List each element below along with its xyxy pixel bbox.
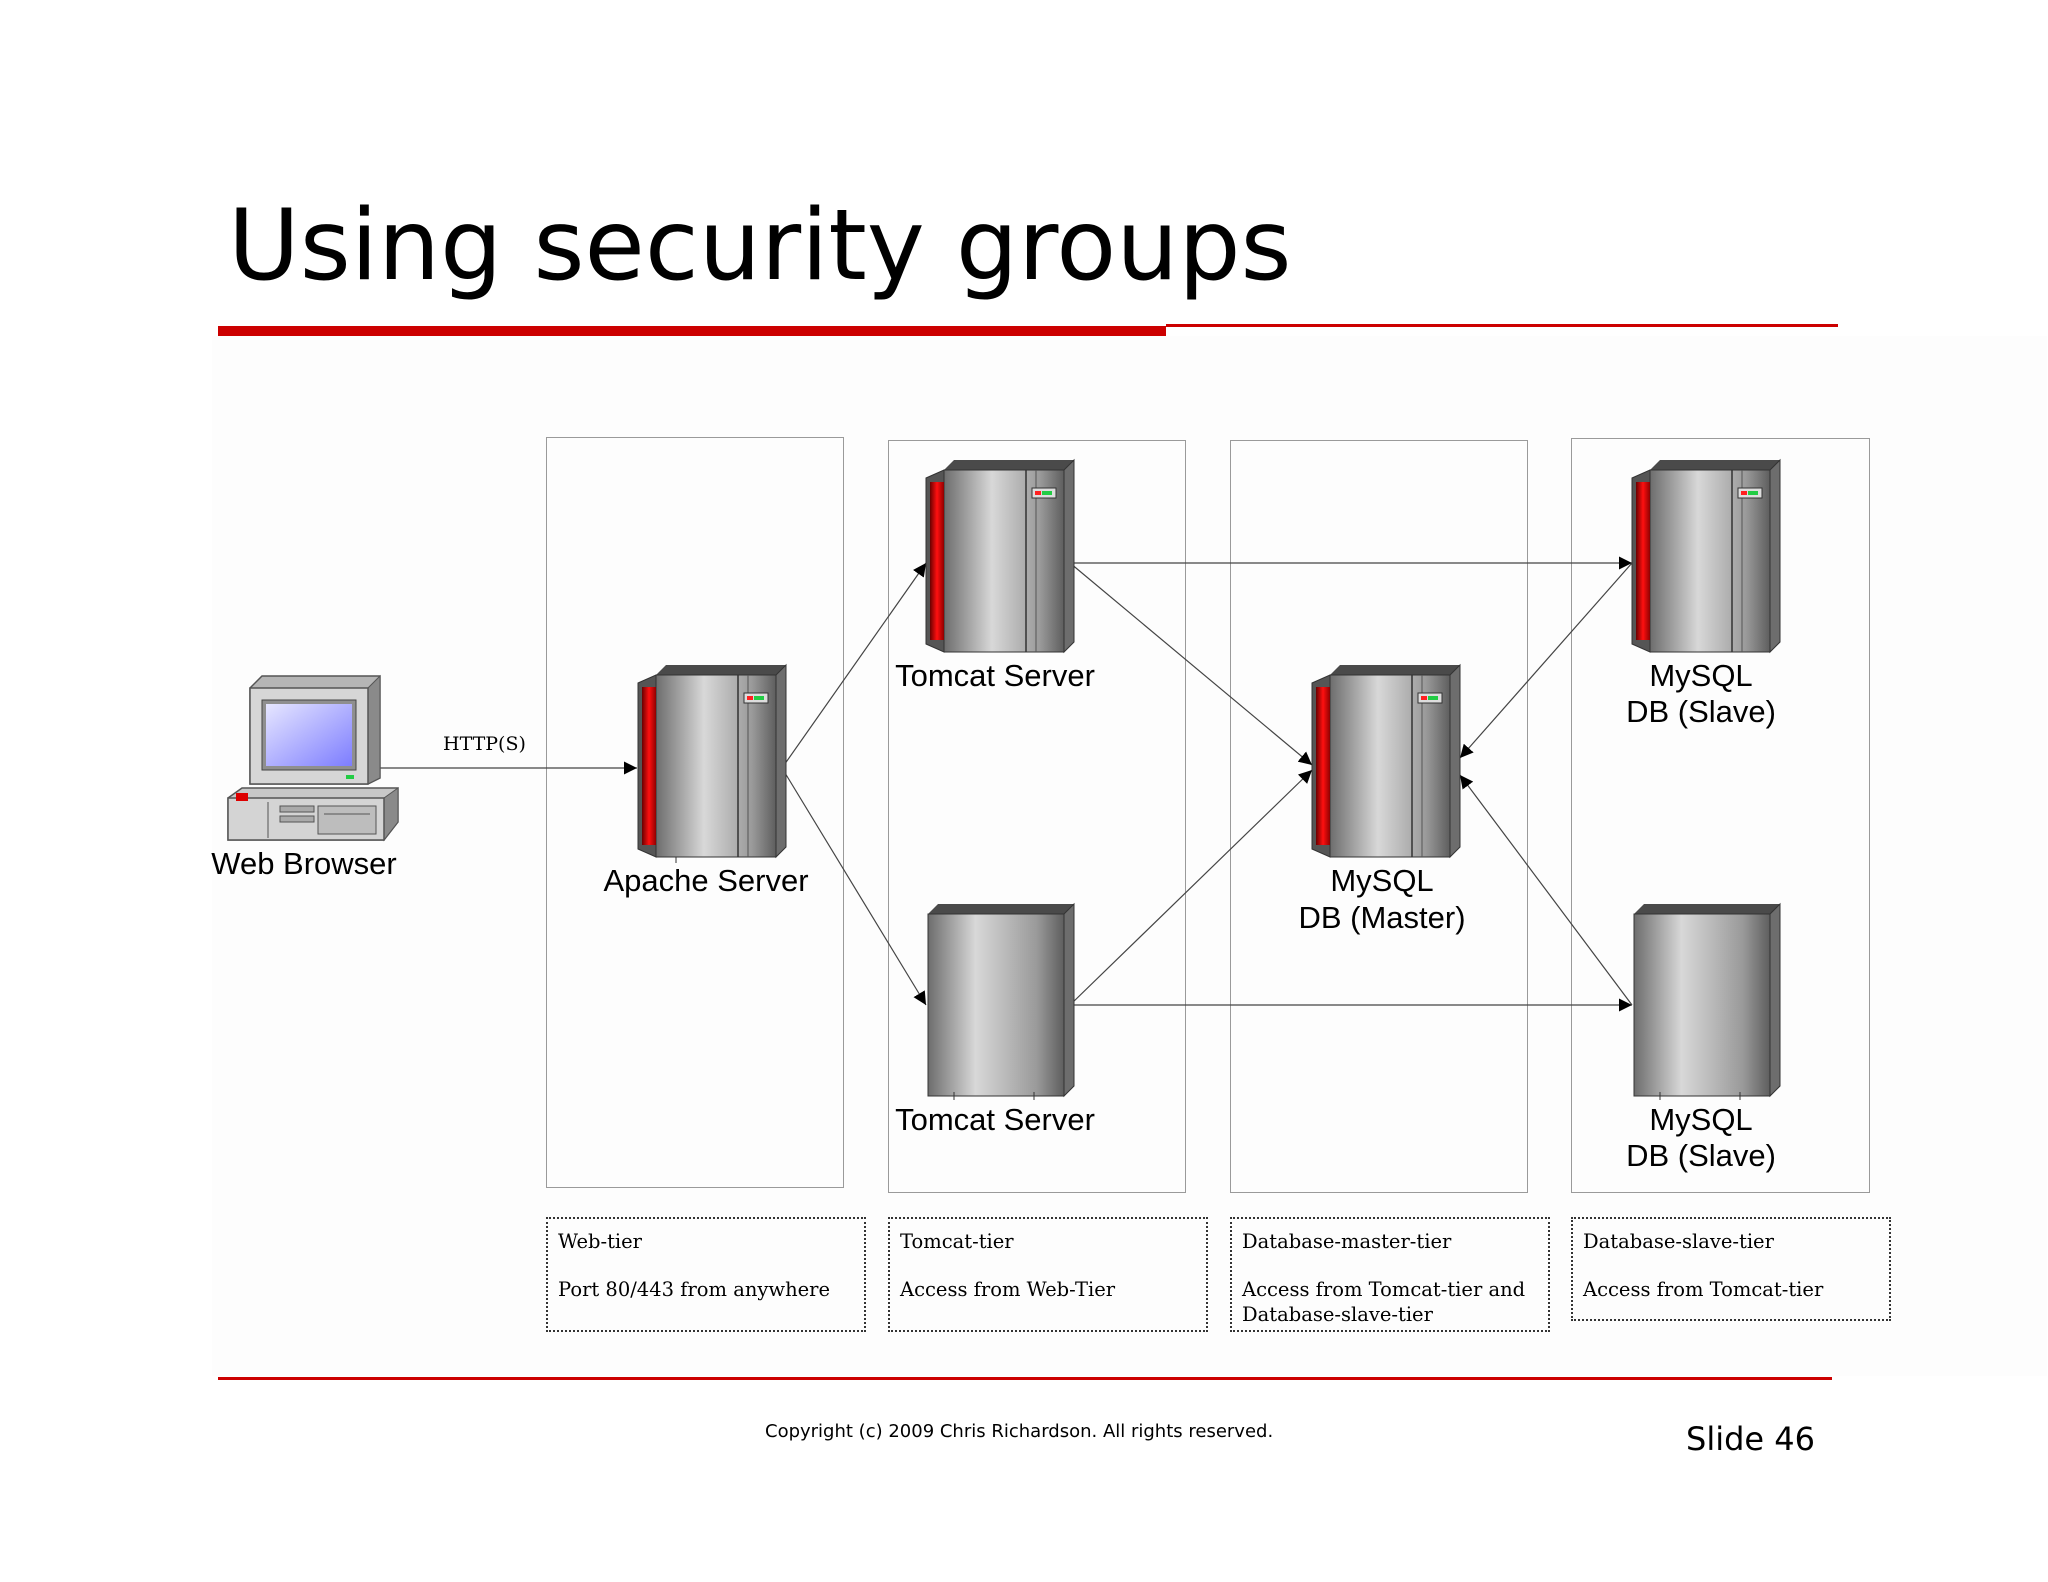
security-group-rule: Port 80/443 from anywhere [558, 1278, 831, 1301]
database-slave-tier-box [1571, 438, 1870, 1193]
copyright-notice: Copyright (c) 2009 Chris Richardson. All… [765, 1421, 1274, 1442]
footer-divider [218, 1377, 1832, 1380]
security-group-name: Tomcat-tier [900, 1230, 1014, 1253]
slave-bottom-to-master-arrow [1459, 774, 1633, 1006]
mysql-master-label-line2: DB (Master) [1298, 900, 1466, 935]
web-tier-security-group: Web-tier Port 80/443 from anywhere [546, 1217, 866, 1332]
security-group-name: Database-slave-tier [1583, 1230, 1774, 1253]
mysql-slave-bottom-server-icon [1633, 902, 1781, 1100]
mysql-slave-top-server-icon [1631, 458, 1781, 654]
web-browser-label: Web Browser [211, 846, 397, 881]
tomcat-server-bottom-label: Tomcat Server [895, 1102, 1095, 1137]
tomcat-top-to-master-arrow [1069, 562, 1313, 766]
apache-to-tomcat-top-arrow [781, 562, 927, 769]
security-group-rule: Access from Web-Tier [900, 1278, 1116, 1301]
apache-to-tomcat-bottom-arrow [781, 767, 927, 1006]
mysql-slave-bottom-label-line2: DB (Slave) [1626, 1138, 1776, 1173]
slide-title: Using security groups [228, 189, 1292, 303]
mysql-master-server-icon [1311, 663, 1461, 859]
security-group-name: Database-master-tier [1242, 1230, 1452, 1253]
apache-server-label: Apache Server [603, 863, 809, 898]
tomcat-server-top-label: Tomcat Server [895, 658, 1095, 693]
mysql-master-label-line1: MySQL [1330, 863, 1434, 898]
web-tier-box [546, 437, 844, 1188]
tomcat-server-bottom-icon [927, 902, 1075, 1100]
security-group-name: Web-tier [558, 1230, 642, 1253]
database-slave-tier-security-group: Database-slave-tier Access from Tomcat-t… [1571, 1217, 1891, 1321]
slave-top-to-master-arrow [1459, 562, 1633, 759]
database-master-tier-security-group: Database-master-tier Access from Tomcat-… [1230, 1217, 1550, 1332]
mysql-slave-bottom-label-line1: MySQL [1649, 1102, 1753, 1137]
tomcat-server-top-icon [925, 458, 1075, 654]
security-group-rule: Access from Tomcat-tier [1583, 1278, 1824, 1301]
mysql-slave-top-label-line1: MySQL [1649, 658, 1753, 693]
mysql-slave-top-label-line2: DB (Slave) [1626, 694, 1776, 729]
apache-server-icon [637, 663, 787, 863]
tomcat-bottom-to-master-arrow [1069, 769, 1313, 1006]
tomcat-tier-security-group: Tomcat-tier Access from Web-Tier [888, 1217, 1208, 1332]
slide-number: Slide 46 [1686, 1420, 1815, 1458]
desktop-computer-icon [227, 674, 399, 842]
database-master-tier-box [1230, 440, 1528, 1193]
tomcat-tier-box [888, 440, 1186, 1193]
title-underline-thin [1166, 324, 1838, 327]
security-group-rule: Access from Tomcat-tier and Database-sla… [1242, 1278, 1526, 1326]
http-connection-label: HTTP(S) [443, 733, 526, 755]
